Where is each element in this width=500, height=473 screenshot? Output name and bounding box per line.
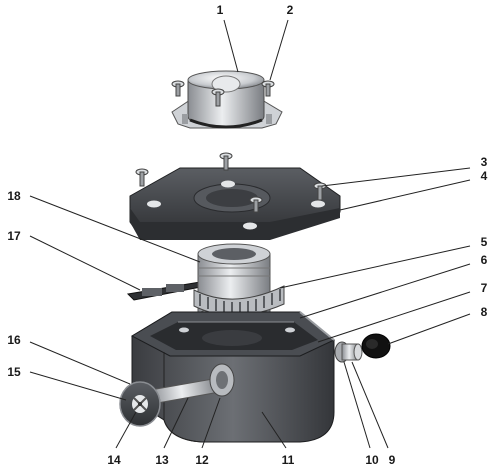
shaft-end — [341, 343, 363, 361]
leader-10 — [343, 361, 371, 449]
callout-18: 18 — [7, 189, 21, 203]
encoder-screw — [171, 80, 275, 107]
leader-1 — [223, 19, 239, 73]
leader-6 — [299, 263, 471, 319]
handwheel-rim — [119, 381, 161, 427]
callout-3: 3 — [481, 155, 488, 169]
callout-2: 2 — [287, 3, 294, 17]
callout-labels: 1 2 3 4 5 6 7 8 9 10 11 12 13 14 15 16 1… — [7, 3, 487, 467]
callout-14: 14 — [107, 453, 121, 467]
cover-plate — [129, 167, 341, 240]
cover-screw — [135, 152, 327, 213]
leader-9 — [351, 361, 389, 449]
callout-11: 11 — [282, 453, 295, 467]
leader-14 — [115, 411, 137, 449]
leader-11 — [261, 411, 287, 449]
callout-7: 7 — [481, 281, 488, 295]
handwheel-screw — [138, 402, 142, 406]
encoder-module — [171, 70, 283, 129]
leader-15 — [29, 371, 127, 401]
leader-5 — [279, 245, 471, 289]
leader-12 — [201, 397, 221, 449]
leader-4 — [339, 179, 471, 211]
callout-5: 5 — [481, 235, 488, 249]
callout-6: 6 — [481, 253, 488, 267]
callout-17: 17 — [7, 229, 21, 243]
leader-17 — [29, 235, 141, 291]
callout-13: 13 — [155, 453, 169, 467]
bushing — [209, 363, 235, 397]
callout-4: 4 — [481, 169, 488, 183]
callout-10: 10 — [365, 453, 379, 467]
leader-7 — [317, 291, 471, 343]
callout-9: 9 — [389, 453, 396, 467]
leader-2 — [269, 19, 289, 81]
leader-3 — [321, 167, 471, 187]
leader-13 — [163, 397, 189, 449]
callout-15: 15 — [7, 365, 21, 379]
leader-8 — [387, 313, 471, 345]
callout-1: 1 — [217, 3, 224, 17]
leader-lines — [29, 19, 471, 449]
worm-wheel — [193, 285, 285, 316]
leader-18 — [29, 195, 201, 263]
leader-16 — [29, 341, 131, 385]
callout-12: 12 — [195, 453, 209, 467]
callout-16: 16 — [7, 333, 21, 347]
end-cap — [361, 333, 391, 359]
callout-8: 8 — [481, 305, 488, 319]
